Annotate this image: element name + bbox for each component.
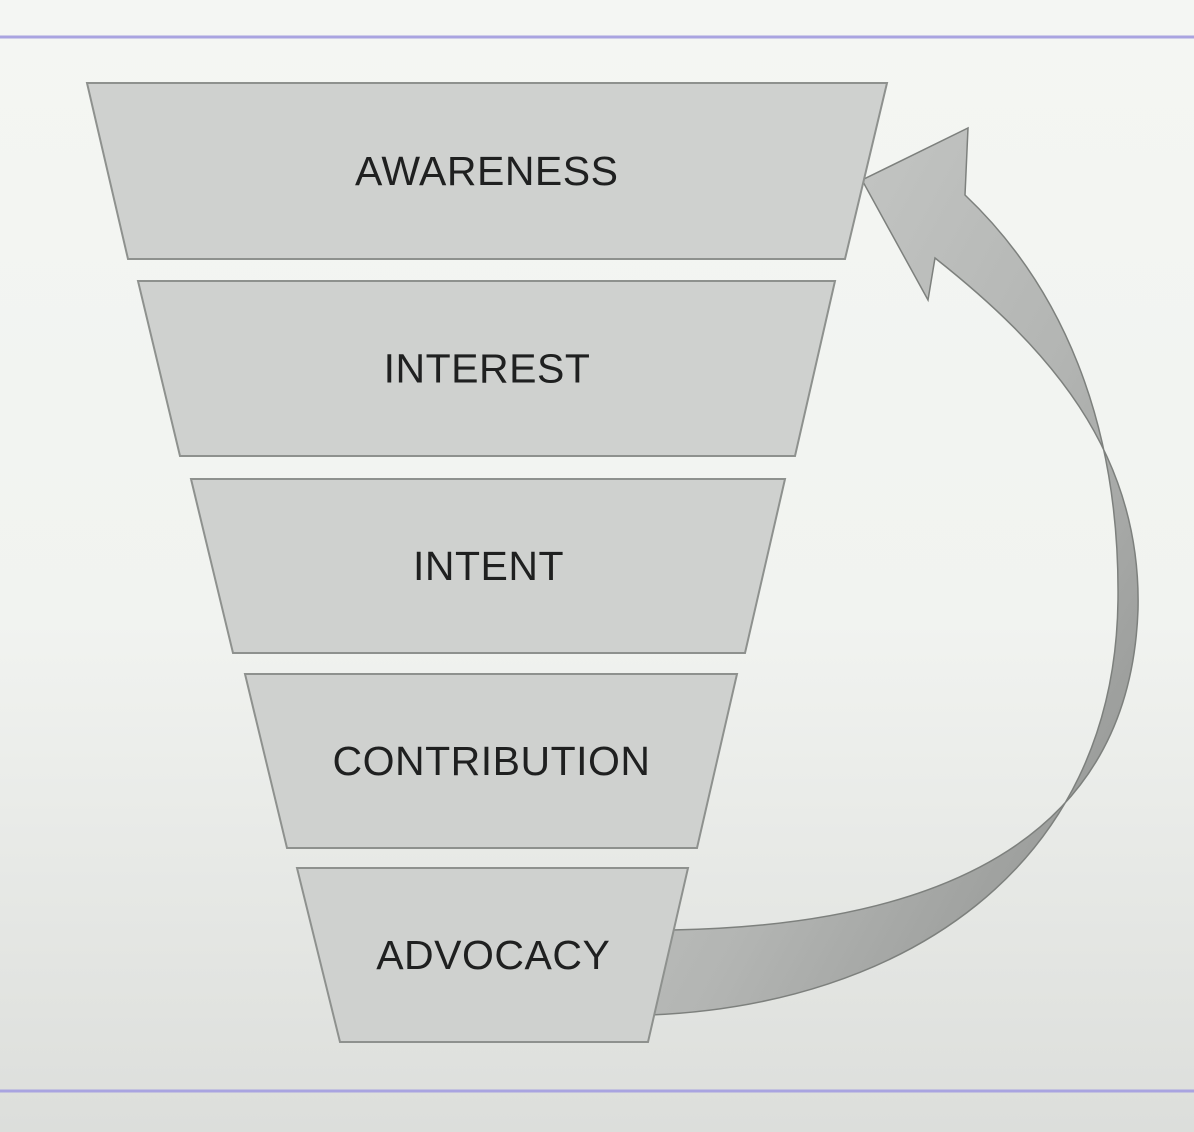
stage-advocacy-shape [295,867,690,1043]
stage-interest: INTEREST [136,280,837,457]
stage-awareness-label: AWARENESS [355,148,618,194]
stage-advocacy-label: ADVOCACY [376,932,610,978]
stage-interest-label: INTEREST [384,346,591,392]
stage-awareness-shape [85,82,889,260]
stage-contribution: CONTRIBUTION [243,673,739,849]
stage-intent: INTENT [189,478,787,654]
stage-contribution-shape [243,673,739,849]
funnel-stages: AWARENESS INTEREST INTENT CONTRIBUTION ADVOC… [85,82,889,1043]
stage-interest-shape [136,280,837,457]
stage-contribution-label: CONTRIBUTION [332,738,650,784]
stage-intent-label: INTENT [413,543,564,589]
stage-awareness: AWARENESS [85,82,889,260]
stage-advocacy: ADVOCACY [295,867,690,1043]
stage-intent-shape [189,478,787,654]
